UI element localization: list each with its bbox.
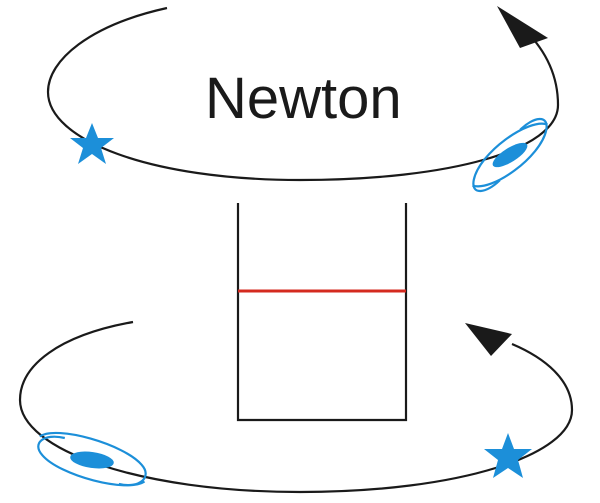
bottom-star-icon <box>484 433 532 478</box>
bucket <box>236 203 408 422</box>
bottom-orbit <box>18 320 574 494</box>
top-arrowhead-icon <box>497 6 548 48</box>
top-orbit <box>46 6 560 182</box>
top-galaxy-icon <box>472 117 548 193</box>
bucket-outline <box>236 203 408 422</box>
top-star-icon <box>70 123 114 164</box>
bottom-arrowhead-icon <box>465 323 512 356</box>
diagram-title: Newton <box>205 66 402 131</box>
top-orbit-path <box>46 6 560 182</box>
bottom-orbit-path <box>18 320 574 494</box>
bottom-galaxy-icon <box>37 431 147 487</box>
